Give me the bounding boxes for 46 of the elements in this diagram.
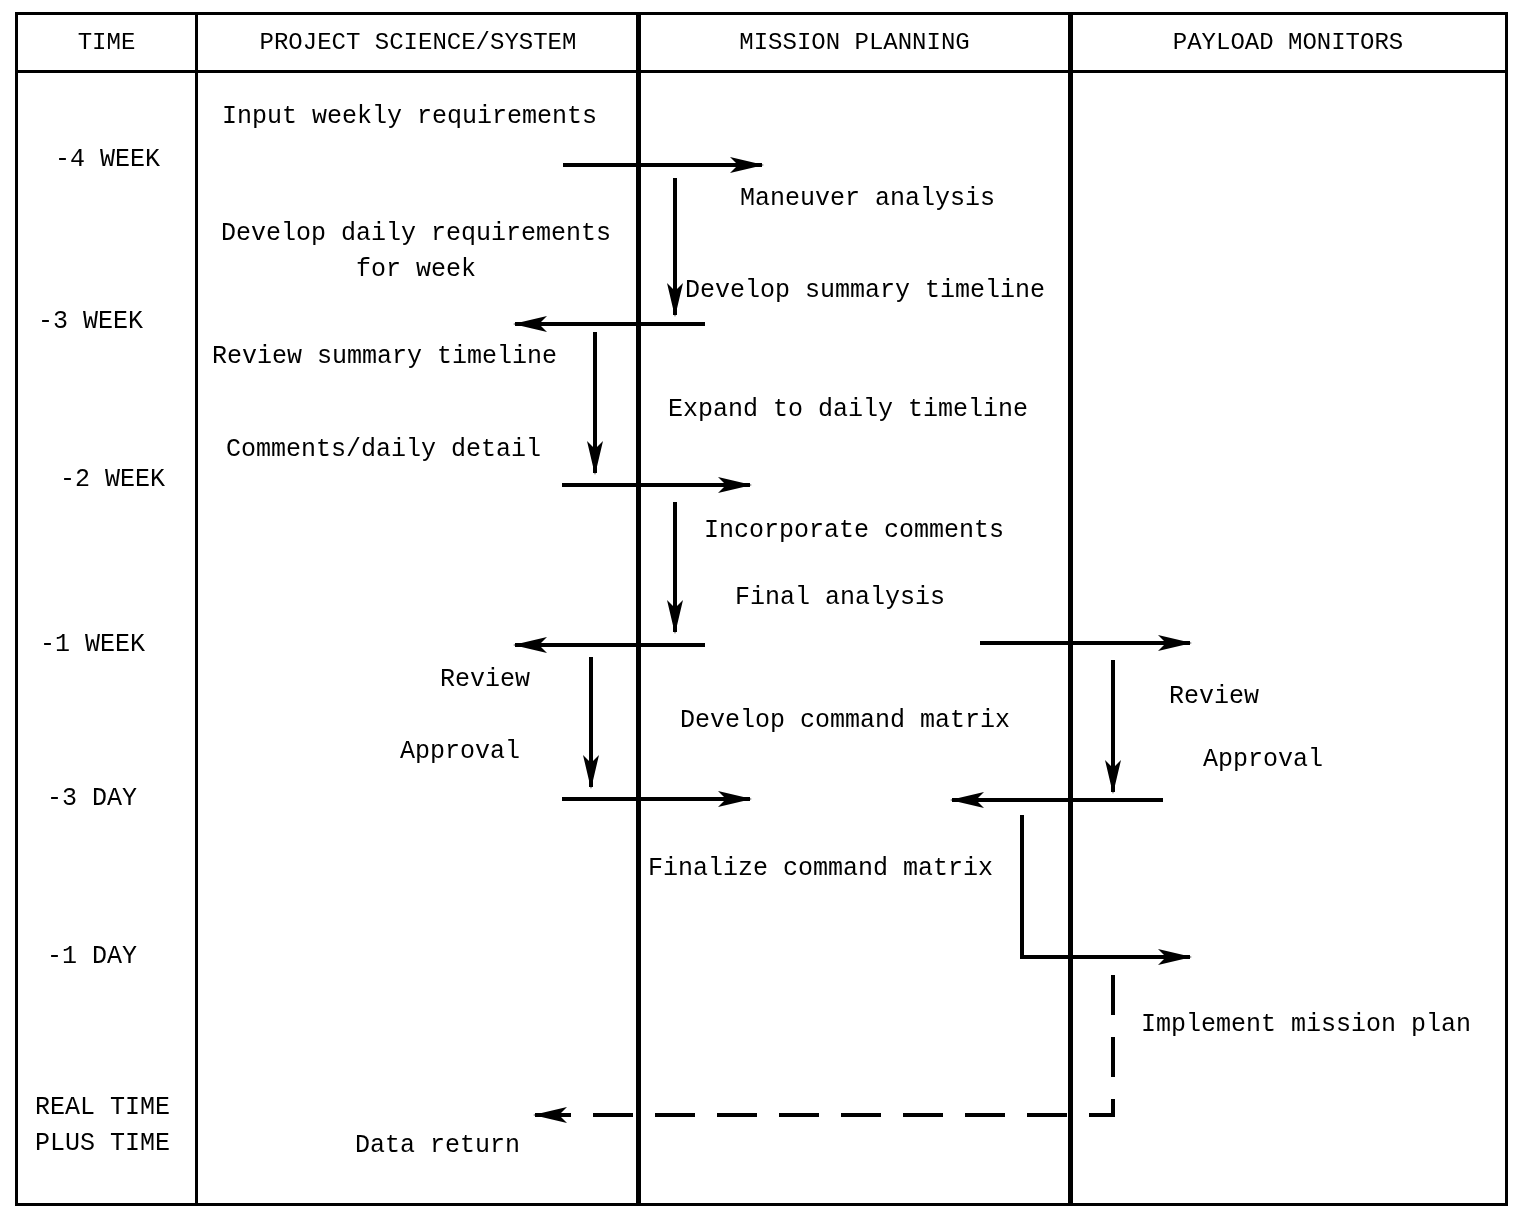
time-label: -3 WEEK — [38, 307, 144, 337]
column-header: PROJECT SCIENCE/SYSTEM — [259, 27, 577, 58]
arrow — [950, 792, 1163, 808]
arrow — [1020, 815, 1192, 965]
time-label: -3 DAY — [47, 784, 137, 814]
step-label: Finalize command matrix — [648, 854, 994, 884]
step-label: Review — [440, 665, 530, 695]
step-label: Develop command matrix — [680, 706, 1011, 736]
step-label: Maneuver analysis — [740, 184, 996, 214]
step-label: Data return — [355, 1131, 521, 1161]
time-label: REAL TIME PLUS TIME — [35, 1092, 172, 1160]
step-label: Comments/daily detail — [226, 435, 542, 465]
step-label: Approval — [400, 737, 521, 767]
column-header: TIME — [77, 27, 136, 58]
arrow — [980, 635, 1192, 651]
time-label: -1 DAY — [47, 942, 137, 972]
step-label: Incorporate comments — [704, 516, 1005, 546]
step-label: Final analysis — [735, 583, 946, 613]
swimlane-column — [1068, 12, 1508, 1206]
step-label: Expand to daily timeline — [668, 395, 1029, 425]
arrow — [513, 316, 705, 332]
step-label: Input weekly requirements — [222, 102, 598, 132]
arrow — [587, 332, 603, 475]
arrow — [583, 657, 599, 789]
swimlane-column — [195, 12, 641, 1206]
time-label: -4 WEEK — [55, 145, 161, 175]
arrow — [667, 502, 683, 634]
step-label: Develop daily requirements for week — [219, 218, 613, 286]
column-header: PAYLOAD MONITORS — [1172, 27, 1404, 58]
arrow — [513, 637, 705, 653]
arrow — [562, 477, 752, 493]
arrow — [667, 178, 683, 317]
arrow — [563, 157, 764, 173]
step-label: Develop summary timeline — [685, 276, 1046, 306]
time-label: -1 WEEK — [40, 630, 146, 660]
column-header: MISSION PLANNING — [739, 27, 970, 58]
step-label: Review summary timeline — [212, 342, 558, 372]
swimlane-column — [636, 12, 1073, 1206]
time-label: -2 WEEK — [60, 465, 166, 495]
step-label: Implement mission plan — [1141, 1010, 1472, 1040]
arrow — [562, 791, 752, 807]
arrow — [1105, 660, 1121, 794]
arrow — [533, 975, 1115, 1123]
swimlane-column — [15, 12, 198, 1206]
step-label: Review — [1169, 682, 1259, 712]
step-label: Approval — [1203, 745, 1324, 775]
